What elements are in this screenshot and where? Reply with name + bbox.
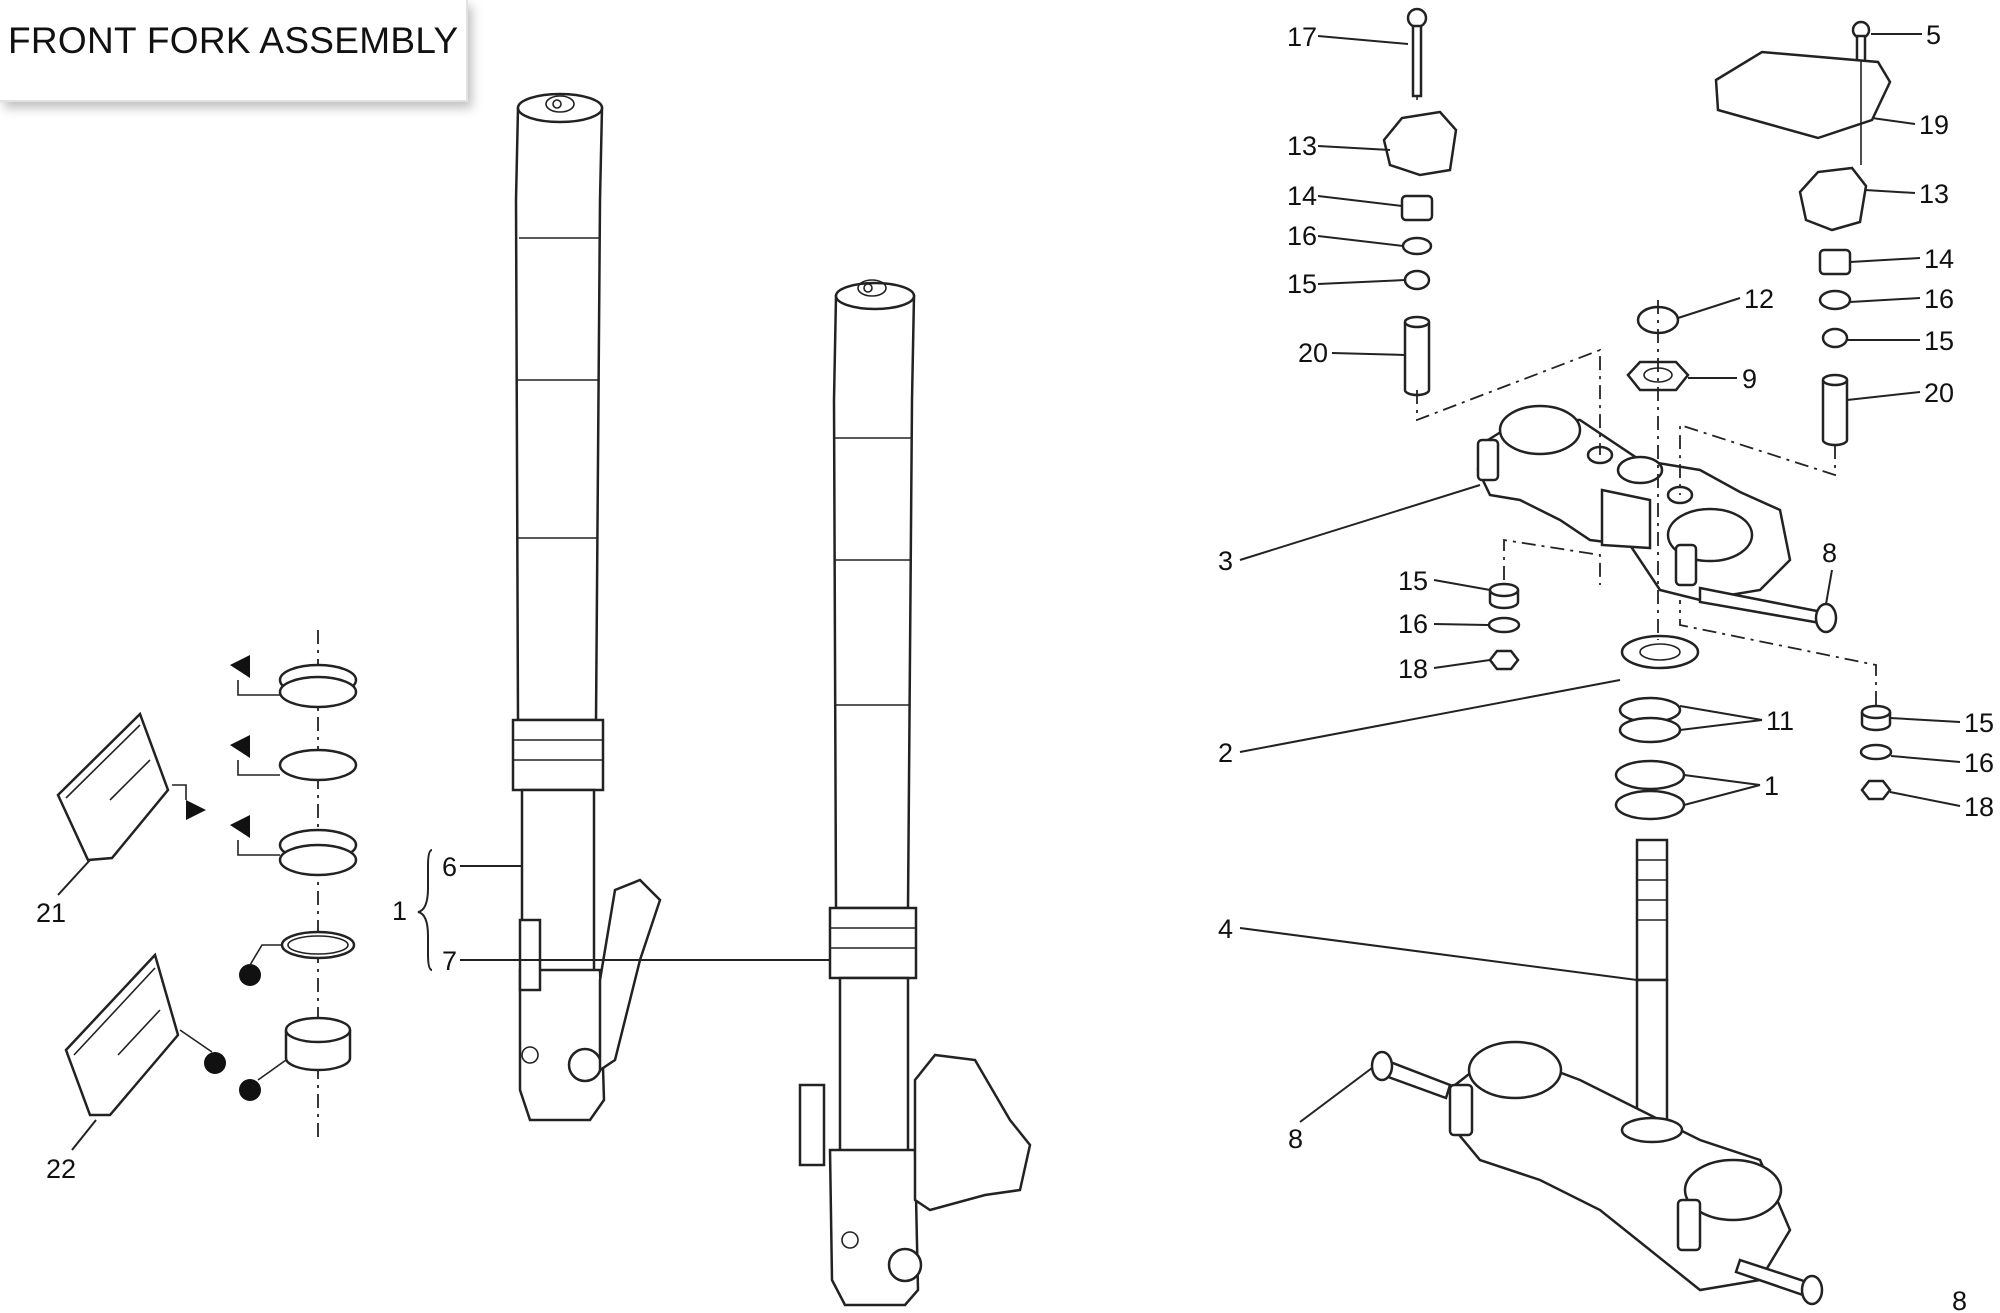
upper-clamp-parts-right — [1714, 20, 1892, 447]
callout-8: 8 — [1952, 1286, 1967, 1313]
callout-16: 16 — [1964, 748, 1994, 778]
callout-4: 4 — [1218, 914, 1233, 944]
fork-leg-right — [798, 279, 1032, 1307]
top-triple-clamp — [1476, 404, 1792, 602]
callout-2: 2 — [1218, 738, 1233, 768]
small-parts-right — [1859, 704, 1893, 801]
title-tab: FRONT FORK ASSEMBLY — [0, 0, 468, 102]
callout-16: 16 — [1398, 609, 1428, 639]
callout-22: 22 — [46, 1154, 76, 1184]
callout-15: 15 — [1964, 708, 1994, 738]
callout-7: 7 — [442, 946, 457, 976]
callout-8: 8 — [1822, 538, 1837, 568]
steering-nut-and-cap — [1626, 305, 1690, 392]
callout-1: 1 — [1764, 771, 1779, 801]
callout-16: 16 — [1287, 221, 1317, 251]
callout-20: 20 — [1298, 338, 1328, 368]
callout-19: 19 — [1919, 110, 1949, 140]
callout-1: 1 — [392, 896, 407, 926]
callout-8: 8 — [1288, 1124, 1303, 1154]
callout-13: 13 — [1287, 131, 1317, 161]
small-parts-left — [1487, 582, 1521, 671]
callout-labels: 17 5 13 19 13 14 16 15 14 16 15 12 20 9 … — [36, 20, 1994, 1313]
callout-13: 13 — [1919, 179, 1949, 209]
seal-kit-parts — [172, 630, 358, 1140]
callout-3: 3 — [1218, 546, 1233, 576]
callout-21: 21 — [36, 898, 66, 928]
bottom-yoke-and-stem — [1448, 838, 1792, 1292]
callout-15: 15 — [1398, 566, 1428, 596]
callout-11: 11 — [1766, 706, 1794, 736]
callout-15: 15 — [1287, 269, 1317, 299]
callout-16: 16 — [1924, 284, 1954, 314]
fork-leg-left — [511, 92, 662, 1122]
callout-20: 20 — [1924, 378, 1954, 408]
callout-12: 12 — [1744, 284, 1774, 314]
callout-14: 14 — [1287, 181, 1317, 211]
callout-14: 14 — [1924, 244, 1954, 274]
kit-bags — [56, 711, 180, 1117]
leader-lines — [57, 33, 1961, 1151]
callout-9: 9 — [1742, 364, 1757, 394]
bearing-stack — [1614, 634, 1700, 821]
upper-clamp-parts-left — [1382, 7, 1458, 397]
page-title: FRONT FORK ASSEMBLY — [8, 20, 459, 61]
callout-15: 15 — [1924, 326, 1954, 356]
callout-6: 6 — [442, 852, 457, 882]
callout-18: 18 — [1398, 654, 1428, 684]
callout-18: 18 — [1964, 792, 1994, 822]
callout-5: 5 — [1926, 20, 1941, 50]
callout-17: 17 — [1287, 22, 1317, 52]
assembly-lines — [1416, 300, 1877, 705]
